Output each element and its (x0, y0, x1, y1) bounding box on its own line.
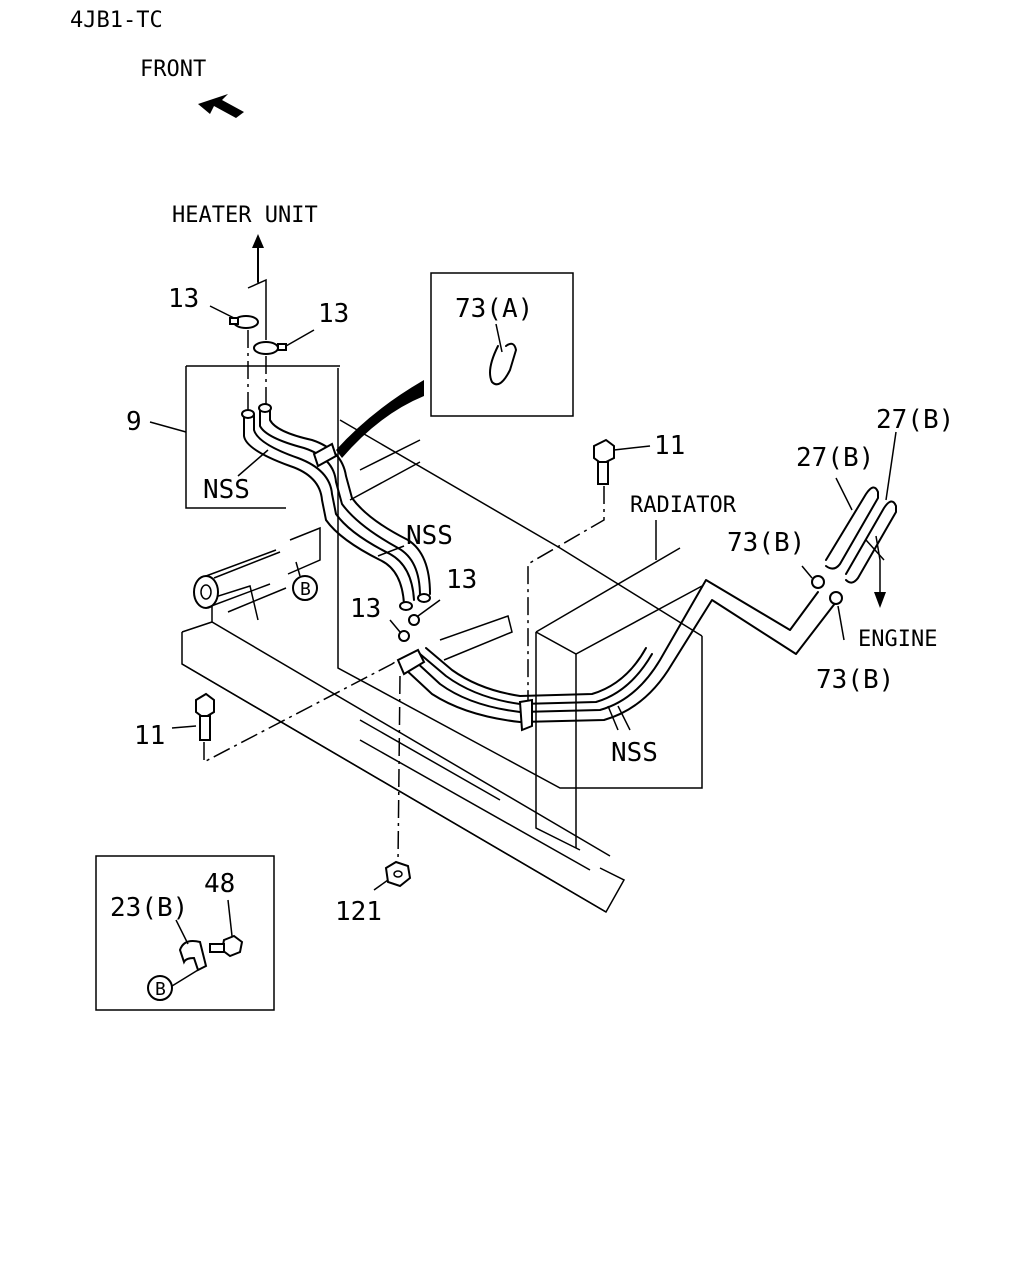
callout-13-junction-right: 13 (446, 565, 477, 595)
callout-73b-lower: 73(B) (816, 665, 894, 695)
callout-9: 9 (126, 407, 142, 437)
hose-clamp-13-junction-right (408, 599, 441, 626)
callout-48: 48 (204, 869, 235, 899)
nss3-leader-b (617, 705, 631, 731)
bracket-23b (175, 919, 208, 972)
mount-cylinder (193, 549, 277, 609)
callout-73b-upper: 73(B) (727, 528, 805, 558)
callout-11-upper: 11 (654, 431, 685, 461)
clamp-73b-upper (801, 565, 825, 589)
centerline-121 (397, 675, 401, 863)
radiator-label: RADIATOR (630, 493, 737, 518)
heater-unit-label: HEATER UNIT (172, 203, 318, 228)
callout-13-upper-right: 13 (318, 299, 349, 329)
callout-13-upper: 13 (168, 284, 199, 314)
leader-9 (149, 421, 187, 433)
leader-b-inset (171, 969, 199, 987)
callout-27b-lower: 27(B) (796, 443, 874, 473)
front-arrow-icon (198, 94, 244, 118)
callout-73a: 73(A) (455, 294, 533, 324)
ref-b-inset: B (147, 975, 173, 1001)
engine-arrow-icon (874, 592, 886, 608)
bolt-11-lower (171, 692, 215, 741)
callout-13-junction-left: 13 (350, 594, 381, 624)
bolt-48 (209, 899, 244, 958)
callout-27b-upper: 27(B) (876, 405, 954, 435)
chassis-frame (181, 368, 703, 914)
callout-23b: 23(B) (110, 893, 188, 923)
bolt-11-upper (593, 438, 651, 485)
leader-73a (495, 323, 503, 353)
nss-label-3: NSS (611, 738, 658, 768)
centerline-11-upper (527, 486, 605, 724)
hose-clamp-13-lower (253, 329, 315, 355)
hose-clamp-13-junction-left (389, 619, 410, 642)
leader-nss2 (377, 545, 405, 557)
clamp-73b-lower (829, 591, 845, 641)
heater-hoses (241, 403, 431, 611)
model-code: 4JB1-TC (70, 8, 163, 33)
heater-lead (247, 278, 267, 340)
engine-label: ENGINE (858, 627, 937, 652)
nss3-leader-a (607, 705, 619, 731)
nss-label-1: NSS (203, 475, 250, 505)
hose-clamp-13-upper (209, 305, 259, 329)
ref-b-main-letter: B (300, 579, 311, 600)
engine-arrow-shaft (875, 535, 881, 596)
coolant-pipes (396, 579, 837, 732)
engine-arrow-branch (865, 539, 885, 561)
leader-nss1 (237, 449, 269, 477)
inset-23b-box (95, 855, 275, 1011)
ref-b-main: B (292, 561, 318, 601)
band-clamp-73a (489, 342, 517, 386)
nss-label-2: NSS (406, 521, 453, 551)
inset-73a-pointer (336, 380, 424, 458)
hose-27b-pair (825, 431, 897, 584)
inset-73a-box (430, 272, 574, 417)
item9-box (185, 365, 340, 509)
heater-arrow-icon (252, 234, 264, 248)
callout-121: 121 (335, 897, 382, 927)
callout-11-lower: 11 (134, 721, 165, 751)
centerline-11-lower (203, 659, 399, 764)
front-label: FRONT (140, 57, 206, 82)
ref-b-inset-letter: B (155, 979, 166, 1000)
nut-121 (373, 860, 412, 891)
